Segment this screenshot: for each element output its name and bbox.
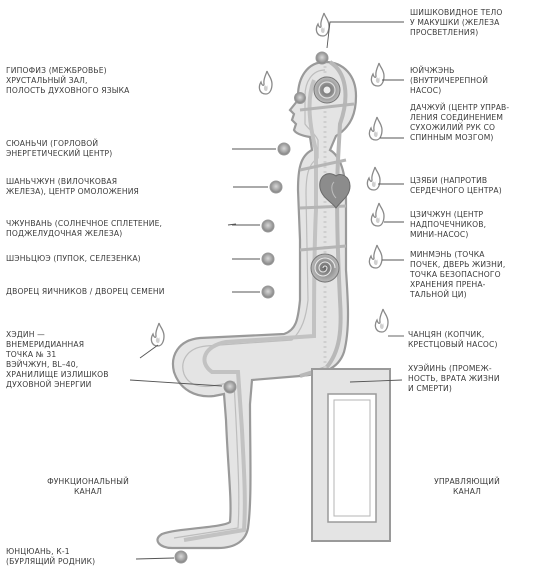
flame-icon-jizhong [371, 203, 384, 226]
point-ovaries [262, 286, 274, 298]
flame-icon-hedin [151, 323, 164, 346]
label-pineal: ШИШКОВИДНОЕ ТЕЛО У МАКУШКИ (ЖЕЛЕЗА ПРОСВ… [410, 8, 503, 38]
stool [312, 369, 390, 541]
point-thymus [270, 181, 282, 193]
label-yuzhen: ЮЙЧЖЭНЬ (ВНУТРИЧЕРЕПНОЙ НАСОС) [410, 66, 488, 96]
label-yongquan: ЮНЦЮАНЬ, К-1 (БУРЛЯЩИЙ РОДНИК) [6, 547, 95, 567]
flame-icon-mingmen [369, 245, 382, 268]
label-jizhong: ЦЗИЧЖУН (ЦЕНТР НАДПОЧЕЧНИКОВ, МИНИ-НАСОС… [410, 210, 486, 240]
lower-dantian-spiral [311, 254, 339, 282]
label-navel: ШЭНЬЦЮЭ (ПУПОК, СЕЛЕЗЕНКА) [6, 254, 141, 264]
point-solar [262, 220, 274, 232]
point-back-knee [224, 381, 236, 393]
label-ovaries: ДВОРЕЦ ЯИЧНИКОВ / ДВОРЕЦ СЕМЕНИ [6, 287, 165, 297]
point-navel [262, 253, 274, 265]
label-jiabi: ЦЗЯБИ (НАПРОТИВ СЕРДЕЧНОГО ЦЕНТРА) [410, 176, 502, 196]
label-hedin: ХЭДИН — ВНЕМЕРИДИАННАЯ ТОЧКА № 31 ВЭЙЧЖУ… [6, 330, 109, 390]
point-pituitary [295, 93, 306, 104]
flame-icon-pituitary [259, 71, 272, 94]
label-throat: СЮАНЬЧИ (ГОРЛОВОЙ ЭНЕРГЕТИЧЕСКИЙ ЦЕНТР) [6, 139, 112, 159]
label-functional-channel: ФУНКЦИОНАЛЬНЫЙ КАНАЛ [28, 477, 148, 497]
point-yongquan [175, 551, 187, 563]
flame-icon-crown [316, 13, 329, 36]
flame-icon-dazhui [369, 117, 382, 140]
flame-icon-yuzhen [371, 63, 384, 86]
label-huiyin: ХУЭЙИНЬ (ПРОМЕЖ- НОСТЬ, ВРАТА ЖИЗНИ И СМ… [408, 364, 500, 394]
label-thymus: ШАНЬЧЖУН (ВИЛОЧКОВАЯ ЖЕЛЕЗА), ЦЕНТР ОМОЛ… [6, 177, 139, 197]
flame-icon-jiabi [367, 167, 380, 190]
point-crown [316, 52, 328, 64]
label-mingmen: МИНМЭНЬ (ТОЧКА ПОЧЕК, ДВЕРЬ ЖИЗНИ, ТОЧКА… [410, 250, 505, 300]
point-throat [278, 143, 290, 155]
flame-icon-changqiang [375, 309, 388, 332]
cranial-spiral [314, 77, 340, 103]
label-pituitary: ГИПОФИЗ (МЕЖБРОВЬЕ) ХРУСТАЛЬНЫЙ ЗАЛ, ПОЛ… [6, 66, 129, 96]
label-dazhui: ДАЧЖУЙ (ЦЕНТР УПРАВ- ЛЕНИЯ СОЕДИНЕНИЕМ С… [410, 103, 509, 143]
label-governing-channel: УПРАВЛЯЮЩИЙ КАНАЛ [412, 477, 522, 497]
label-solar: ЧЖУНВАНЬ (СОЛНЕЧНОЕ СПЛЕТЕНИЕ, ПОДЖЕЛУДО… [6, 219, 162, 239]
label-changqiang: ЧАНЦЯН (КОПЧИК, КРЕСТЦОВЫЙ НАСОС) [408, 330, 498, 350]
